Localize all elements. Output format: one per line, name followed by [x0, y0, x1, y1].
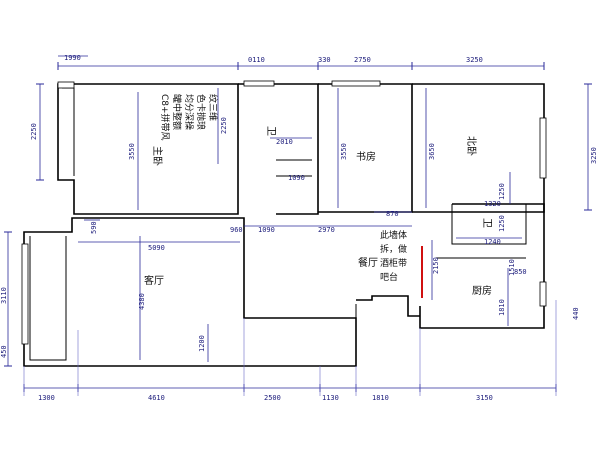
dim-left-2: 450: [0, 345, 8, 358]
dim-mid-0: 1090: [258, 226, 275, 234]
dim-top-3: 2750: [354, 56, 371, 64]
dim-bath2-w: 1240: [484, 238, 501, 246]
dim-dining-v: 2150: [432, 257, 440, 274]
dim-top-1: 0110: [248, 56, 265, 64]
dim-bot-3: 1130: [322, 394, 339, 402]
dim-liv-v: 590: [90, 221, 98, 234]
room-north: 北卧: [465, 136, 478, 156]
wardrobe-note-line-0: C8+拼带风: [159, 94, 171, 141]
room-bedroom: 主卧: [151, 146, 164, 166]
dim-bot-2: 2500: [264, 394, 281, 402]
walls: [23, 83, 545, 367]
dim-bot-0: 1300: [38, 394, 55, 402]
wall-note-line-0: 此墙体: [380, 229, 407, 241]
dim-right: 3250: [590, 147, 598, 164]
dim-mid-3: 1320: [484, 200, 501, 208]
dim-mid-2: 2970: [318, 226, 335, 234]
dim-kit-v2: 1810: [498, 299, 506, 316]
wall-removal-note: 此墙体 拆，做 酒柜带 吧台: [380, 229, 407, 283]
wall-note-line-3: 吧台: [380, 271, 398, 283]
dim-bot-1: 4610: [148, 394, 165, 402]
dim-bed: 3550: [128, 143, 136, 160]
dim-bath1-w: 2010: [276, 138, 293, 146]
wardrobe-note-line-2: 均分深操: [183, 94, 195, 130]
dim-bed2: 2250: [220, 117, 228, 134]
dimension-lines: [4, 55, 592, 396]
room-dining: 餐厅: [358, 256, 378, 269]
wardrobe-note-line-1: 罐中整额: [171, 94, 183, 130]
dim-left-1: 3110: [0, 287, 8, 304]
dim-left-0: 2250: [30, 123, 38, 140]
room-kitchen: 厨房: [472, 284, 492, 297]
dim-top-2: 330: [318, 56, 331, 64]
wardrobe-note: C8+拼带风 罐中整额 均分深操 色卡抛琅 纹三维: [159, 94, 219, 141]
room-bath2: 卫: [481, 218, 492, 228]
wardrobe-note-line-4: 纹三维: [207, 94, 219, 121]
wall-note-line-2: 酒柜带: [380, 257, 407, 269]
dim-mid-4: 960: [230, 226, 243, 234]
room-bath1: 卫: [265, 126, 276, 136]
dim-kit-v1: 1510: [508, 259, 516, 276]
dim-liv-w: 5090: [148, 244, 165, 252]
dim-living-v2: 1200: [198, 335, 206, 352]
dim-bot-4: 1810: [372, 394, 389, 402]
dim-study: 3550: [340, 143, 348, 160]
dim-mid-1: 870: [386, 210, 399, 218]
dim-kit-r: 440: [572, 307, 580, 320]
dim-bath2-d: 1250: [498, 215, 506, 232]
dim-north: 3650: [428, 143, 436, 160]
dim-bot-5: 3150: [476, 394, 493, 402]
room-living: 客厅: [144, 274, 164, 287]
dim-top-0: 1990: [64, 54, 81, 62]
wardrobe-note-line-3: 色卡抛琅: [195, 94, 207, 130]
room-study: 书房: [356, 150, 376, 163]
wall-note-line-1: 拆，做: [380, 243, 407, 255]
dim-kit-d: 850: [514, 268, 527, 276]
dim-living-v: 4380: [138, 293, 146, 310]
dim-top-4: 3250: [466, 56, 483, 64]
dim-bath1-d: 1090: [288, 174, 305, 182]
windows: [21, 80, 547, 345]
dim-bath2-v: 1250: [498, 183, 506, 200]
